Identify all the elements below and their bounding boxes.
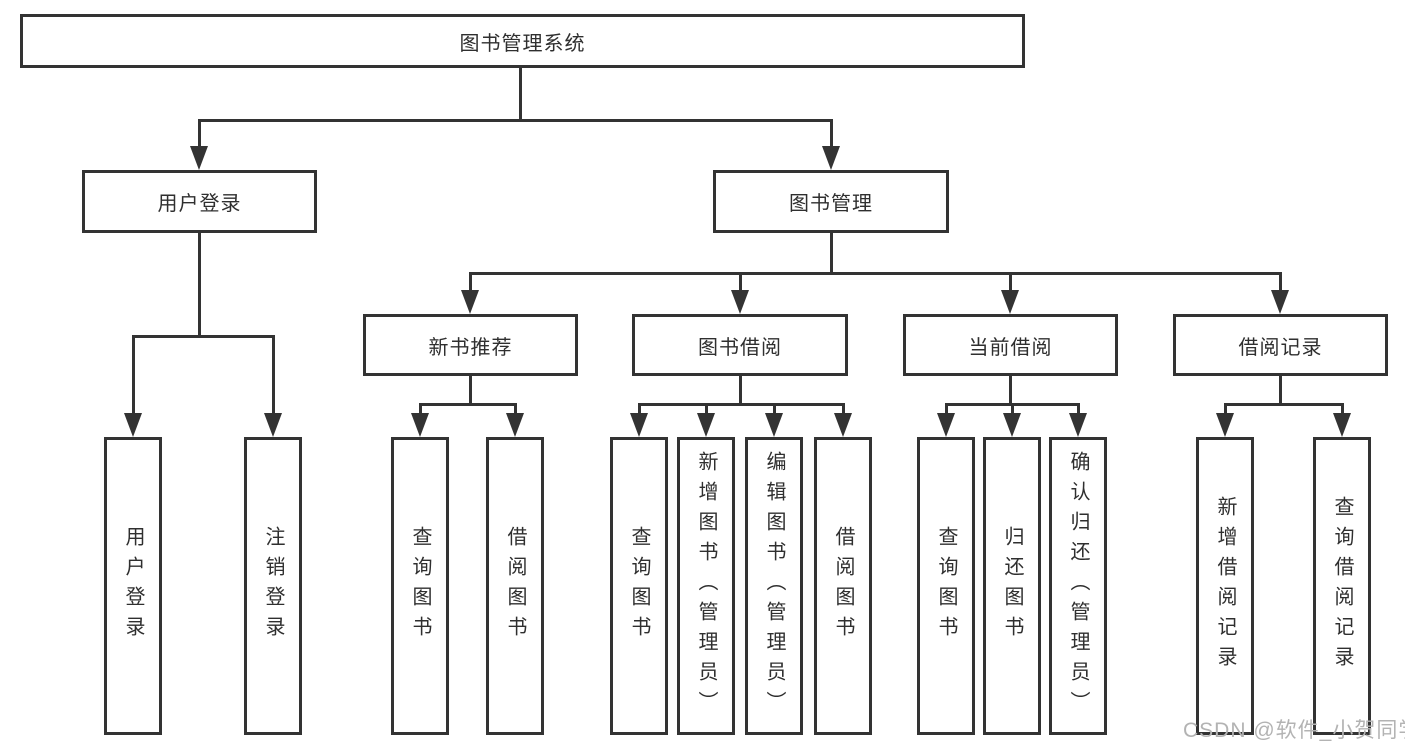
node-label: 图书管理: [789, 193, 873, 215]
arrow-head: [834, 413, 852, 437]
connector-shaft: [514, 403, 517, 418]
connector-shaft: [773, 403, 776, 418]
node-leaf-add-books-admin: 新增图书（管理员）: [677, 437, 735, 735]
connector-shaft: [1224, 403, 1227, 418]
connector-shaft: [1341, 403, 1344, 418]
arrow-head: [697, 413, 715, 437]
node-label: 查询图书: [409, 526, 431, 646]
connector-hline: [419, 403, 517, 406]
node-label: 归还图书: [1001, 526, 1023, 646]
node-label: 查询图书: [935, 526, 957, 646]
node-label: 新书推荐: [428, 336, 513, 359]
connector-hline: [638, 403, 845, 406]
connector-stem: [1009, 375, 1012, 405]
node-borrow-records: 借阅记录: [1173, 314, 1388, 376]
node-label: 借阅图书: [832, 526, 854, 646]
connector-book-mgmt-stem: [830, 232, 833, 275]
node-label: 新增图书（管理员）: [695, 451, 717, 721]
node-label: 编辑图书（管理员）: [763, 451, 785, 721]
connector-root-stem: [519, 67, 522, 121]
arrow-head: [1003, 413, 1021, 437]
arrow-head: [506, 413, 524, 437]
connector-shaft: [842, 403, 845, 418]
node-leaf-edit-books-admin: 编辑图书（管理员）: [745, 437, 803, 735]
connector-user-login-stem: [198, 232, 201, 337]
arrow-head: [190, 146, 208, 170]
arrow-head: [1216, 413, 1234, 437]
node-label: 借阅记录: [1238, 336, 1323, 359]
node-leaf-borrow-books-1: 借阅图书: [486, 437, 544, 735]
node-label: 用户登录: [122, 526, 144, 646]
connector-stem: [469, 375, 472, 405]
connector-shaft: [1009, 272, 1012, 296]
node-leaf-confirm-return-admin: 确认归还（管理员）: [1049, 437, 1107, 735]
connector-stem: [739, 375, 742, 405]
connector-shaft: [1077, 403, 1080, 418]
node-current-borrow: 当前借阅: [903, 314, 1118, 376]
node-leaf-add-borrow-record: 新增借阅记录: [1196, 437, 1254, 735]
node-label: 查询借阅记录: [1331, 496, 1353, 676]
node-leaf-logout: 注销登录: [244, 437, 302, 735]
arrow-head: [630, 413, 648, 437]
arrow-head: [411, 413, 429, 437]
node-new-book-recommend: 新书推荐: [363, 314, 578, 376]
connector-shaft: [1279, 272, 1282, 296]
node-label: 确认归还（管理员）: [1067, 451, 1089, 721]
node-book-borrow: 图书借阅: [632, 314, 848, 376]
node-label: 图书借阅: [698, 336, 782, 359]
arrow-head: [822, 146, 840, 170]
node-label: 用户登录: [157, 193, 242, 215]
node-leaf-borrow-books-2: 借阅图书: [814, 437, 872, 735]
arrow-head: [1069, 413, 1087, 437]
connector-shaft: [419, 403, 422, 418]
csdn-watermark: CSDN @软件_小贺同学: [1183, 719, 1405, 742]
node-leaf-query-books-3: 查询图书: [917, 437, 975, 735]
connector-root-hline: [198, 119, 833, 122]
connector-shaft: [469, 272, 472, 296]
connector-shaft: [705, 403, 708, 418]
arrow-head: [264, 413, 282, 437]
connector-shaft: [132, 335, 135, 419]
node-label: 借阅图书: [504, 526, 526, 646]
connector-shaft: [830, 119, 833, 151]
node-leaf-query-books-2: 查询图书: [610, 437, 668, 735]
connector-hline: [1224, 403, 1344, 406]
node-book-management: 图书管理: [713, 170, 949, 233]
node-label: 查询图书: [628, 526, 650, 646]
node-label: 图书管理系统: [459, 32, 586, 55]
connector-level3-hline: [469, 272, 1282, 275]
node-user-login: 用户登录: [82, 170, 317, 233]
connector-shaft: [1011, 403, 1014, 418]
node-leaf-query-books-1: 查询图书: [391, 437, 449, 735]
node-leaf-user-login: 用户登录: [104, 437, 162, 735]
connector-stem: [1279, 375, 1282, 405]
connector-shaft: [739, 272, 742, 296]
arrow-head: [1333, 413, 1351, 437]
node-leaf-return-books: 归还图书: [983, 437, 1041, 735]
arrow-head: [461, 290, 479, 314]
arrow-head: [1271, 290, 1289, 314]
arrow-head: [937, 413, 955, 437]
node-label: 注销登录: [262, 526, 284, 646]
node-root: 图书管理系统: [20, 14, 1025, 68]
node-leaf-query-borrow-record: 查询借阅记录: [1313, 437, 1371, 735]
connector-shaft: [945, 403, 948, 418]
arrow-head: [1001, 290, 1019, 314]
node-label: 新增借阅记录: [1214, 496, 1236, 676]
connector-user-login-hline: [132, 335, 275, 338]
connector-shaft: [272, 335, 275, 419]
arrow-head: [765, 413, 783, 437]
arrow-head: [124, 413, 142, 437]
connector-shaft: [198, 119, 201, 151]
node-label: 当前借阅: [968, 336, 1053, 359]
arrow-head: [731, 290, 749, 314]
connector-shaft: [638, 403, 641, 418]
